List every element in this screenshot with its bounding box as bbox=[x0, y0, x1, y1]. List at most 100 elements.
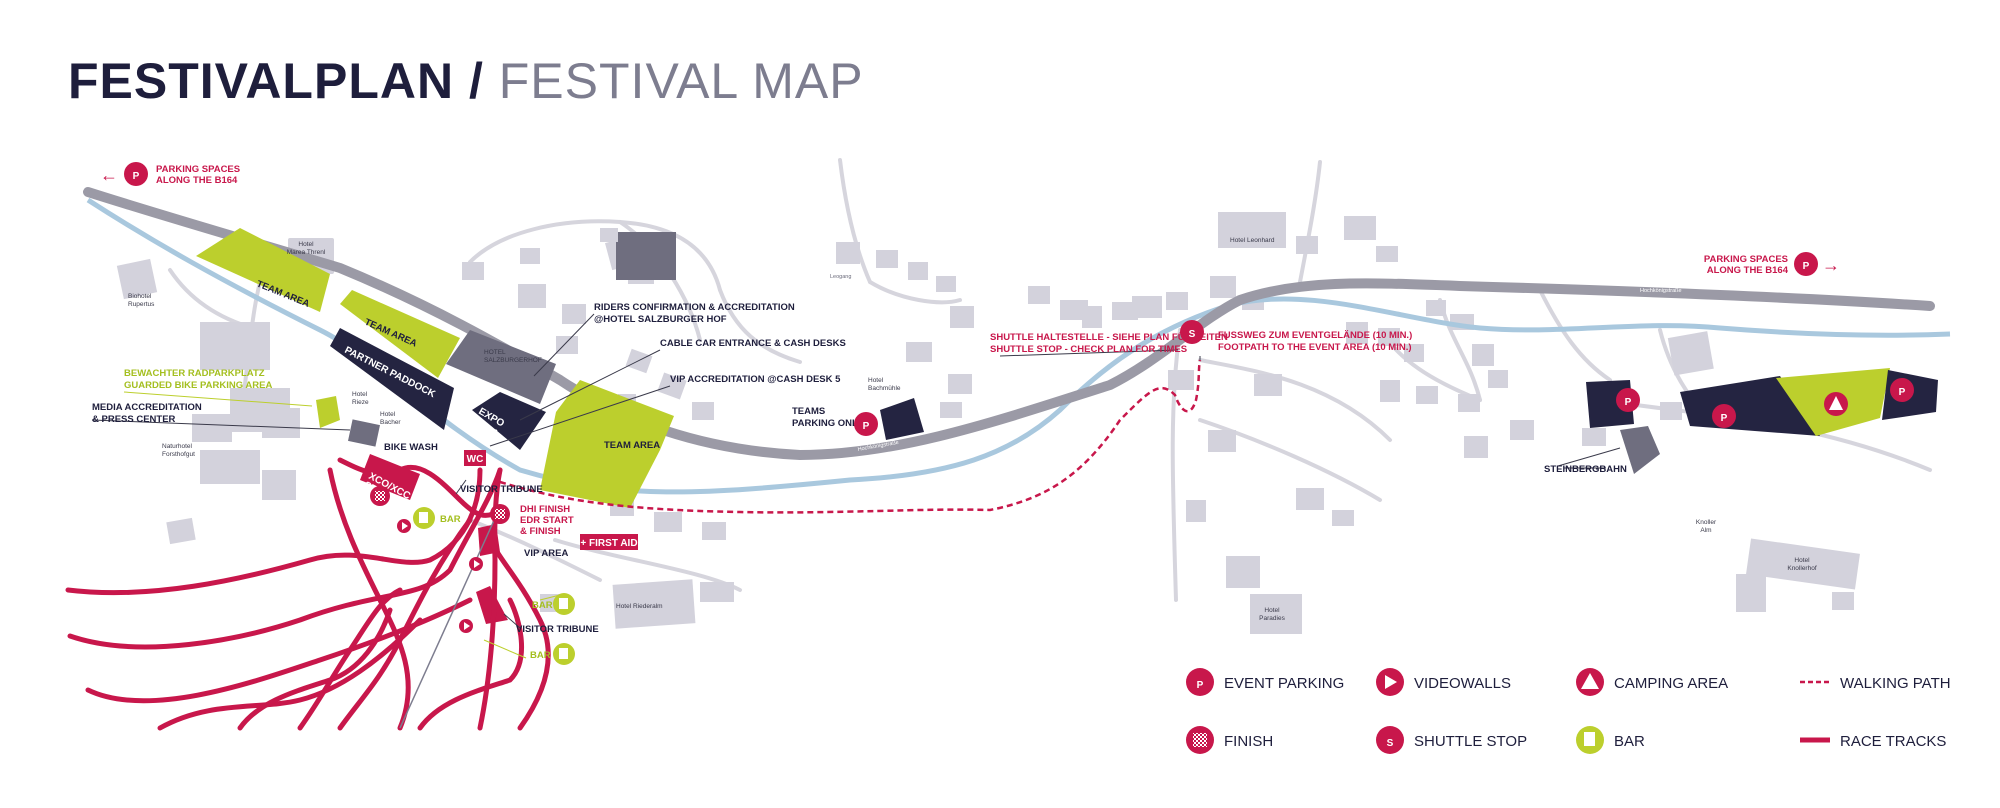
svg-text:FINISH: FINISH bbox=[1224, 733, 1273, 750]
svg-text:P: P bbox=[1625, 397, 1632, 408]
legend: P EVENT PARKING VIDEOWALLS CAMPING AREA … bbox=[1186, 668, 1951, 754]
parking-marker-r1: P bbox=[1616, 388, 1640, 412]
beer-mug-icon bbox=[1584, 732, 1595, 746]
svg-text:RACE TRACKS: RACE TRACKS bbox=[1840, 733, 1946, 750]
vip-accreditation-label: VIP ACCREDITATION @CASH DESK 5 bbox=[670, 374, 841, 385]
finish-markers bbox=[370, 486, 510, 524]
dhi-course-line bbox=[399, 515, 497, 729]
race-tracks bbox=[65, 457, 551, 731]
steinbergbahn-building bbox=[1620, 426, 1660, 474]
legend-shuttle-stop: S SHUTTLE STOP bbox=[1376, 726, 1527, 754]
walking-path bbox=[499, 359, 1202, 514]
steinbergbahn-label: STEINBERGBAHN bbox=[1544, 464, 1627, 475]
buildings bbox=[116, 212, 1860, 634]
legend-camping-area: CAMPING AREA bbox=[1576, 668, 1728, 696]
svg-text:+ FIRST AID: + FIRST AID bbox=[580, 538, 637, 549]
play-icon bbox=[1385, 675, 1397, 689]
camping-marker bbox=[1824, 392, 1848, 416]
page-title: FESTIVALPLAN / FESTIVAL MAP bbox=[68, 52, 864, 110]
tent-icon bbox=[1581, 673, 1599, 689]
team-area-2 bbox=[340, 290, 460, 378]
title-english: FESTIVAL MAP bbox=[498, 53, 864, 109]
legend-event-parking: P EVENT PARKING bbox=[1186, 668, 1344, 696]
expo-area bbox=[472, 392, 546, 450]
legend-race-tracks: RACE TRACKS bbox=[1800, 733, 1946, 750]
arrow-left-icon: ← bbox=[100, 165, 118, 185]
svg-text:BAR: BAR bbox=[1614, 733, 1645, 750]
team-area-3 bbox=[540, 380, 674, 508]
svg-text:S: S bbox=[1189, 329, 1196, 340]
bike-wash-label: BIKE WASH bbox=[384, 442, 438, 453]
bar-marker-3: BAR bbox=[530, 643, 575, 665]
svg-text:Hotel Leonhard: Hotel Leonhard bbox=[1230, 237, 1275, 244]
checkered-flag-icon bbox=[1193, 733, 1207, 747]
legend-finish: FINISH bbox=[1186, 726, 1273, 754]
leader-lines bbox=[91, 313, 1621, 659]
svg-text:P: P bbox=[1721, 413, 1728, 424]
svg-text:Leogang: Leogang bbox=[830, 274, 851, 280]
title-german: FESTIVALPLAN bbox=[68, 53, 455, 109]
videowall-markers bbox=[397, 519, 483, 633]
finish-marker-dhi bbox=[490, 504, 510, 524]
salzburgerhof-building bbox=[446, 330, 556, 404]
shuttle-marker: S bbox=[1180, 320, 1204, 344]
team-area-label-3: TEAM AREA bbox=[604, 440, 660, 451]
svg-text:WALKING PATH: WALKING PATH bbox=[1840, 675, 1951, 692]
svg-text:P: P bbox=[1803, 261, 1810, 272]
svg-text:VIDEOWALLS: VIDEOWALLS bbox=[1414, 675, 1511, 692]
shuttle-icon: S bbox=[1387, 738, 1394, 749]
cable-car-label: CABLE CAR ENTRANCE & CASH DESKS bbox=[660, 338, 846, 349]
arrow-right-icon: → bbox=[1822, 255, 1840, 275]
main-road-b164 bbox=[83, 187, 1935, 461]
svg-text:BAR: BAR bbox=[532, 600, 553, 611]
parking-marker-r3: P bbox=[1890, 378, 1914, 402]
legend-bar: BAR bbox=[1576, 726, 1645, 754]
svg-text:CAMPING AREA: CAMPING AREA bbox=[1614, 675, 1728, 692]
legend-walking-path: WALKING PATH bbox=[1800, 675, 1951, 692]
parking-icon: P bbox=[1197, 680, 1204, 691]
parking-marker-top-left: P bbox=[124, 162, 148, 186]
footpath-label: FUSSWEG ZUM EVENTGELÄNDE (10 MIN.)FOOTPA… bbox=[1218, 330, 1412, 353]
shuttle-stop-label: SHUTTLE HALTESTELLE - SIEHE PLAN FÜR ZEI… bbox=[990, 332, 1228, 355]
wc-marker: WC bbox=[464, 450, 486, 466]
svg-text:BAR: BAR bbox=[440, 514, 461, 525]
first-aid-marker: + FIRST AID bbox=[580, 534, 638, 550]
svg-text:SHUTTLE STOP: SHUTTLE STOP bbox=[1414, 733, 1527, 750]
media-accreditation-label: MEDIA ACCREDITATION& PRESS CENTER bbox=[92, 402, 202, 425]
visitor-tribune-label-2: VISITOR TRIBUNE bbox=[516, 624, 599, 635]
parking-markers: P P P P P P bbox=[124, 162, 1914, 436]
guarded-bike-area bbox=[316, 396, 340, 428]
title-separator: / bbox=[454, 53, 499, 109]
svg-text:EVENT PARKING: EVENT PARKING bbox=[1224, 675, 1344, 692]
team-area-1 bbox=[196, 228, 330, 312]
svg-text:P: P bbox=[133, 171, 140, 182]
visitor-tribune-label-1: VISITOR TRIBUNE bbox=[460, 484, 543, 495]
svg-text:BAR: BAR bbox=[530, 650, 551, 661]
svg-text:WC: WC bbox=[467, 454, 484, 465]
parking-marker-r2: P bbox=[1712, 404, 1736, 428]
bar-markers: BAR BAR BAR bbox=[413, 507, 575, 665]
bar-marker-1: BAR bbox=[413, 507, 461, 529]
riders-confirmation-label: RIDERS CONFIRMATION & ACCREDITATION@HOTE… bbox=[594, 302, 795, 325]
bar-marker-2: BAR bbox=[532, 593, 575, 615]
media-center bbox=[348, 419, 380, 447]
svg-text:P: P bbox=[1899, 387, 1906, 398]
svg-text:Hochkönigstraße: Hochkönigstraße bbox=[1640, 288, 1682, 294]
